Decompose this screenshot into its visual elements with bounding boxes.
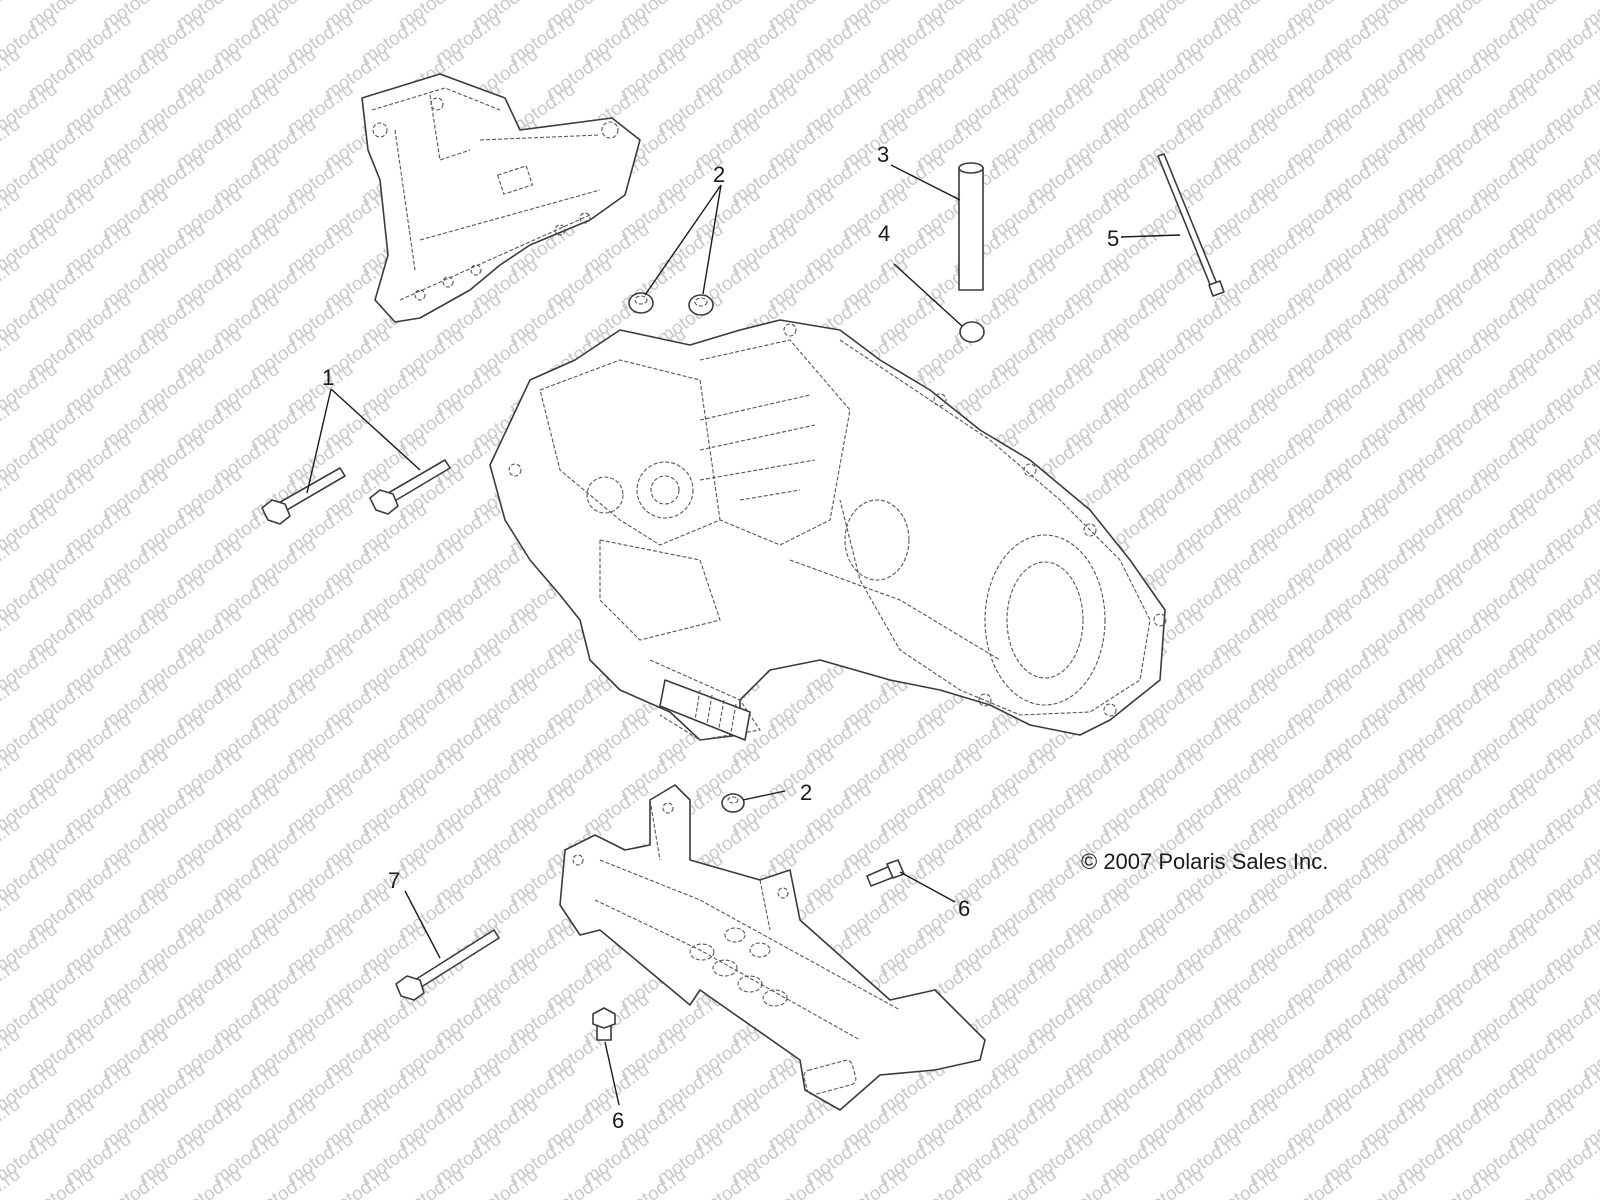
watermark-text: motod.ru [1061, 1164, 1134, 1200]
callout-7: 7 [388, 868, 400, 893]
watermark-text: motod.ru [469, 1164, 542, 1200]
watermark-text: motod.ru [617, 1164, 690, 1200]
watermark-text: motod.ru [395, 1164, 468, 1200]
nut-part-2-left [628, 292, 654, 314]
watermark-text: motod.ru [247, 1164, 320, 1200]
watermark-text: motod.ru [173, 1164, 246, 1200]
callout-2-lower: 2 [800, 780, 812, 805]
callout-2-upper: 2 [713, 162, 725, 187]
cap-part-4 [959, 321, 985, 343]
watermark-text: motod.ru [1209, 1164, 1282, 1200]
watermark-text: motod.ru [99, 1164, 172, 1200]
bolt-part-6-lower [592, 1007, 616, 1041]
callout-3: 3 [877, 142, 889, 167]
watermark-text: motod.ru [321, 1164, 394, 1200]
watermark-text: motod.ru [543, 1164, 616, 1200]
watermark-text: motod.ru [913, 1164, 986, 1200]
nut-part-2-lower [721, 793, 745, 813]
tube-part-3 [958, 162, 984, 291]
watermark-text: motod.ru [1505, 1164, 1578, 1200]
watermark-text: motod.ru [1431, 1164, 1504, 1200]
watermark-text: motod.ru [1357, 1164, 1430, 1200]
nut-part-2-right [688, 294, 714, 316]
watermark-text: motod.ru [1135, 1164, 1208, 1200]
watermark-text: motod.ru [765, 1164, 838, 1200]
callout-6-lower: 6 [612, 1108, 624, 1133]
watermark-text: motod.ru [839, 1164, 912, 1200]
callout-4: 4 [878, 221, 890, 246]
watermark-text: motod.ru [691, 1164, 764, 1200]
callout-6-upper: 6 [958, 896, 970, 921]
copyright-notice: © 2007 Polaris Sales Inc. [1081, 849, 1328, 874]
callout-1: 1 [322, 365, 334, 390]
watermark-text: motod.ru [25, 1164, 98, 1200]
watermark-text: motod.ru [987, 1164, 1060, 1200]
watermark-text: motod.ru [1283, 1164, 1356, 1200]
callout-5: 5 [1107, 226, 1119, 251]
